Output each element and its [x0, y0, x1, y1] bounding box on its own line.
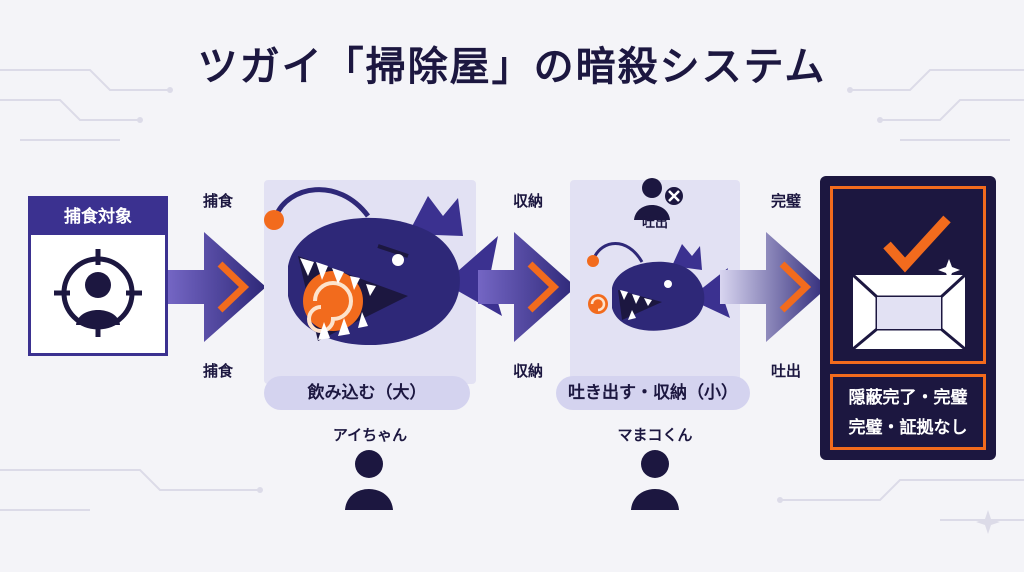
- small-fish-top-label: 吐出: [641, 216, 668, 231]
- result-line1: 隠蔽完了・完璧: [848, 388, 968, 408]
- result-panel: 隠蔽完了・完璧 完璧・証拠なし: [820, 176, 996, 460]
- target-person-icon: [54, 249, 142, 337]
- target-panel: 捕食対象: [28, 196, 168, 356]
- flow-arrow-3: [720, 232, 828, 342]
- corner-sparkle-icon: [976, 510, 1000, 534]
- arrow2-top-label: 収納: [512, 192, 543, 210]
- flow-arrow-1: [168, 232, 266, 342]
- arrow3-bottom-label: 吐出: [770, 362, 801, 380]
- arrow3-top-label: 完璧: [770, 192, 801, 210]
- big-fish-owner-label: アイちゃん: [332, 426, 408, 444]
- arrow1-top-label: 捕食: [202, 192, 233, 210]
- arrow2-bottom-label: 収納: [512, 362, 543, 380]
- spit-out-person-icon: [634, 178, 685, 220]
- small-fish-caption: 吐き出す・収納（小）: [556, 376, 750, 410]
- small-fish-owner-person-icon: [631, 450, 679, 510]
- result-text-box: 隠蔽完了・完璧 完璧・証拠なし: [830, 374, 986, 450]
- big-fish-owner-person-icon: [345, 450, 393, 510]
- result-image-frame: [830, 186, 986, 364]
- page-title: ツガイ「掃除屋」の暗殺システム: [197, 44, 827, 90]
- target-panel-header: 捕食対象: [31, 199, 165, 235]
- checkmark-empty-box-icon: [851, 215, 967, 351]
- small-fish-owner-label: マまコくん: [617, 426, 693, 444]
- small-anglerfish-icon: [587, 242, 730, 331]
- arrow1-bottom-label: 捕食: [202, 362, 233, 380]
- flow-arrow-2: [478, 232, 576, 342]
- big-anglerfish-icon: [264, 187, 502, 346]
- result-line2: 完璧・証拠なし: [848, 418, 968, 438]
- big-fish-caption: 飲み込む（大）: [264, 376, 470, 410]
